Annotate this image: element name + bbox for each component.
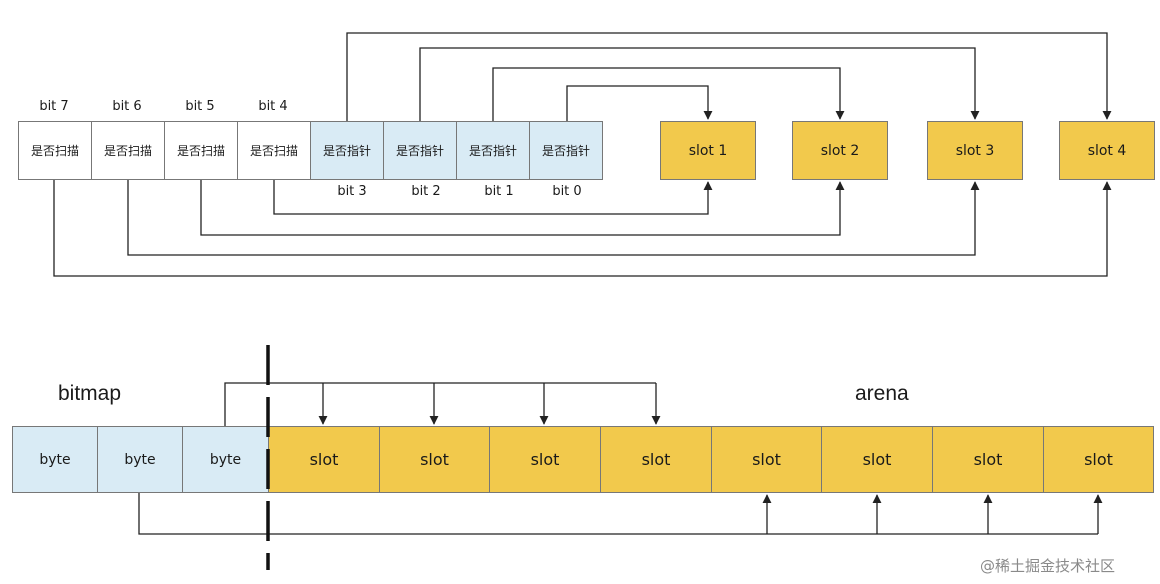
bit6-to-slot3-line bbox=[127, 180, 980, 256]
watermark: @稀土掘金技术社区 bbox=[980, 557, 1116, 575]
top-slot-1: slot 1 bbox=[660, 121, 756, 180]
bit2-to-slot3-line bbox=[419, 47, 980, 121]
bit-6-label: bit 6 bbox=[112, 99, 142, 114]
arena-slot-2: slot bbox=[379, 426, 490, 493]
bit-4-cell: 是否扫描 bbox=[237, 121, 311, 180]
arena-slot-6: slot bbox=[821, 426, 933, 493]
bit-2-label: bit 2 bbox=[411, 184, 441, 199]
byte2-bottom-connector bbox=[138, 493, 1098, 535]
arena-slot-3: slot bbox=[489, 426, 601, 493]
bit-5-label: bit 5 bbox=[185, 99, 215, 114]
bit-3-label: bit 3 bbox=[337, 184, 367, 199]
arena-label: arena bbox=[855, 382, 909, 405]
top-slot-2: slot 2 bbox=[792, 121, 888, 180]
bitmap-byte-2: byte bbox=[97, 426, 183, 493]
arena-slot-4: slot bbox=[600, 426, 712, 493]
arena-slot-1: slot bbox=[268, 426, 380, 493]
bitmap-byte-1: byte bbox=[12, 426, 98, 493]
arena-slot-8: slot bbox=[1043, 426, 1154, 493]
bit-0-cell: 是否指针 bbox=[529, 121, 603, 180]
bit7-to-slot4-line bbox=[53, 180, 1112, 277]
bitmap-byte-3: byte bbox=[182, 426, 269, 493]
arena-slot-7: slot bbox=[932, 426, 1044, 493]
bitmap-label: bitmap bbox=[58, 382, 122, 405]
bit-7-label: bit 7 bbox=[39, 99, 69, 114]
bit0-to-slot1-line bbox=[566, 85, 713, 121]
bit4-to-slot1-line bbox=[273, 180, 713, 215]
bit-6-cell: 是否扫描 bbox=[91, 121, 165, 180]
byte3-top-connector bbox=[224, 382, 656, 426]
bit3-to-slot4-line bbox=[346, 32, 1112, 121]
bit1-to-slot2-line bbox=[492, 67, 845, 121]
bit-4-label: bit 4 bbox=[258, 99, 288, 114]
bit-3-cell: 是否指针 bbox=[310, 121, 384, 180]
bit-2-cell: 是否指针 bbox=[383, 121, 457, 180]
top-slot-4: slot 4 bbox=[1059, 121, 1155, 180]
bit-1-cell: 是否指针 bbox=[456, 121, 530, 180]
bit-0-label: bit 0 bbox=[552, 184, 582, 199]
bit-5-cell: 是否扫描 bbox=[164, 121, 238, 180]
top-slot-3: slot 3 bbox=[927, 121, 1023, 180]
bit5-to-slot2-line bbox=[200, 180, 845, 236]
arena-slot-5: slot bbox=[711, 426, 822, 493]
bit-1-label: bit 1 bbox=[484, 184, 514, 199]
